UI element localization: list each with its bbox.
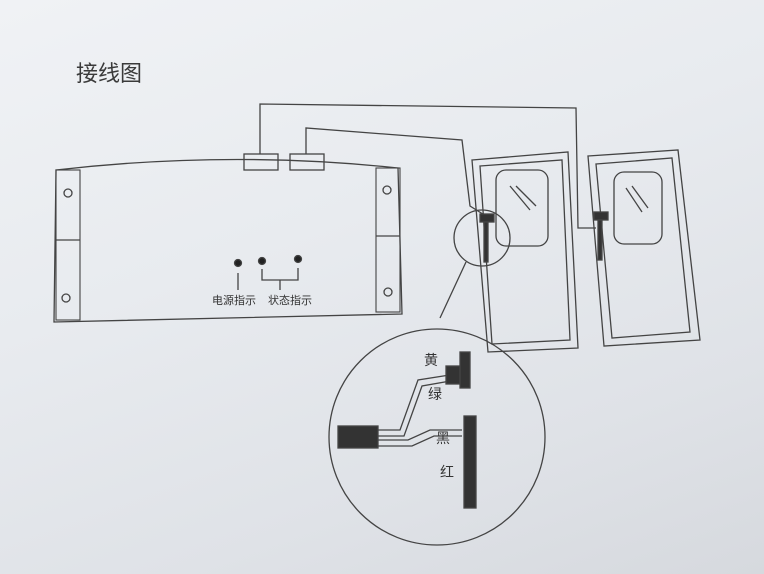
wire-label-red: 红: [440, 465, 454, 481]
control-panel: [53, 158, 403, 323]
status-indicator-led-2: [293, 254, 303, 264]
panel-bracket-left: [55, 169, 81, 321]
terminal-1: [243, 153, 279, 171]
wire-label-black: 黑: [436, 431, 450, 447]
lock-connector: [337, 425, 379, 449]
door-2: [587, 149, 701, 347]
diagram-title: 接线图: [76, 62, 143, 87]
panel-bracket-right: [375, 167, 401, 313]
power-indicator-label: 电源指示: [212, 294, 256, 307]
power-indicator-led: [233, 258, 243, 268]
detail-callout-source: [453, 209, 511, 267]
door-1: [471, 151, 579, 353]
status-indicator-label: 状态指示: [268, 294, 312, 307]
wire-2: [305, 127, 487, 217]
wire-label-green: 绿: [428, 387, 442, 403]
lock-block: [463, 415, 477, 509]
detail-callout: [328, 328, 546, 546]
status-indicator-led-1: [257, 256, 267, 266]
wire-label-yellow: 黄: [424, 353, 438, 369]
wire-1: [259, 103, 596, 229]
terminal-2: [289, 153, 325, 171]
